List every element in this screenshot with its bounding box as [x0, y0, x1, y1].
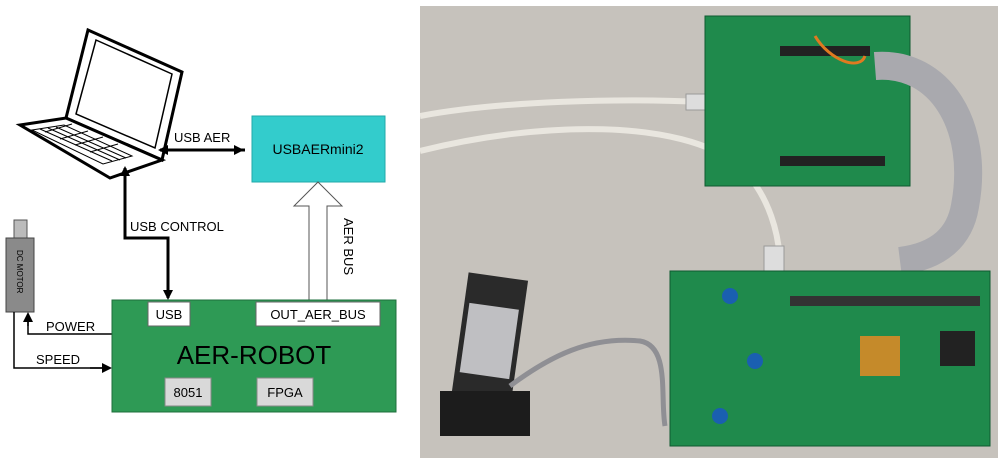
- out-aer-bus-port-box: [255, 301, 381, 327]
- chip-8051-box: [164, 377, 212, 407]
- dc-motor-icon: [5, 219, 35, 313]
- usb-control-label: USB CONTROL: [130, 219, 224, 234]
- aer-robot-label: AER-ROBOT: [177, 340, 332, 370]
- usb-port-label: USB: [156, 307, 183, 322]
- power-label: POWER: [46, 319, 95, 334]
- usbaermini2-box: [251, 115, 386, 183]
- out-aer-bus-port-label: OUT_AER_BUS: [270, 307, 366, 322]
- chip-fpga-label: FPGA: [267, 385, 303, 400]
- usb-port-box: [147, 301, 191, 327]
- power-arrow: [23, 312, 112, 335]
- usb-aer-label: USB AER: [174, 130, 230, 145]
- hardware-photo: [420, 6, 998, 458]
- usb-control-arrow: [120, 166, 173, 300]
- aer-bus-label: AER BUS: [341, 218, 356, 275]
- chip-fpga-box: [256, 377, 314, 407]
- chip-8051-label: 8051: [174, 385, 203, 400]
- laptop-icon: [15, 27, 184, 180]
- speed-label: SPEED: [36, 352, 80, 367]
- usbaermini2-label: USBAERmini2: [272, 141, 363, 157]
- aer-bus-arrow: [292, 181, 344, 301]
- speed-arrow: [13, 312, 112, 373]
- dc-motor-label: DC MOTOR: [15, 250, 24, 294]
